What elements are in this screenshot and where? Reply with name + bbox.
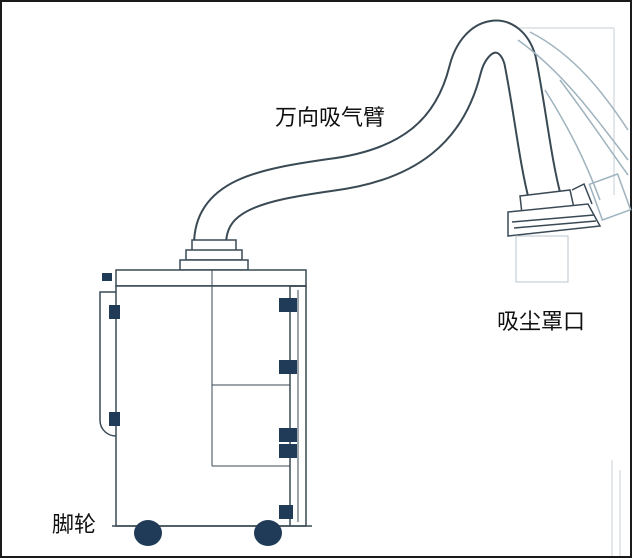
square-bracket-icon [109, 412, 120, 426]
square-bracket-icon [279, 360, 297, 374]
label-dust-hood: 吸尘罩口 [497, 310, 586, 335]
arm-connector [179, 239, 249, 271]
square-bracket-icon [102, 273, 112, 281]
hood-opening [515, 235, 569, 283]
square-bracket-icon [109, 305, 120, 319]
square-bracket-icon [279, 298, 297, 312]
caster-wheels [134, 520, 282, 546]
cabinet-front [115, 285, 291, 527]
cabinet-top [115, 269, 307, 287]
cabinet-brackets [102, 273, 297, 519]
square-bracket-icon [279, 428, 297, 442]
hose-outer [193, 19, 562, 262]
universal-arm-hose [193, 19, 562, 262]
label-universal-arm: 万向吸气臂 [275, 106, 386, 131]
cabinet-handle [99, 291, 117, 437]
hood-cone [507, 203, 602, 237]
arm-alt-positions [517, 31, 632, 221]
square-bracket-icon [279, 444, 297, 458]
cabinet [112, 269, 312, 527]
hose-inner [195, 21, 560, 260]
label-caster: 脚轮 [52, 513, 97, 538]
square-bracket-icon [279, 505, 293, 519]
caster-wheel-icon [134, 520, 162, 546]
dust-hood [507, 182, 602, 283]
caster-wheel-icon [254, 520, 282, 546]
hood-lip [571, 182, 593, 205]
